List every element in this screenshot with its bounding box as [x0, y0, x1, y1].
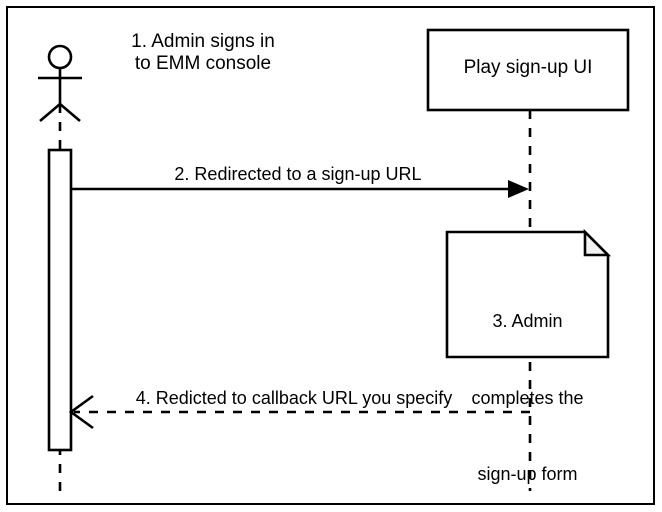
note-folded-corner — [583, 228, 612, 257]
actor-activation-bar — [47, 148, 73, 452]
note-text-line-1: 3. Admin — [492, 311, 563, 332]
message-4-label: 4. Redicted to callback URL you specify — [135, 388, 453, 408]
note-admin-completes-form — [445, 228, 612, 359]
admin-actor-figure — [38, 44, 82, 122]
play-signup-ui-title: Play sign-up UI — [463, 57, 593, 78]
message-4-arrow — [68, 394, 530, 430]
note-text: 3. Admin completes the sign-up form — [450, 258, 605, 512]
message-2-arrowhead-filled — [508, 180, 529, 198]
note-body — [445, 230, 610, 359]
message-2-label: 2. Redirected to a sign-up URL — [174, 164, 422, 184]
note-text-line-3: sign-up form — [477, 464, 578, 485]
actor-right-leg-line — [59, 103, 81, 122]
actor-head-icon — [47, 44, 73, 70]
actor-left-leg-line — [39, 103, 61, 122]
play-signup-ui-box — [426, 28, 630, 112]
message-4-arrowhead-open — [68, 394, 94, 430]
note-text-line-2: completes the — [471, 387, 584, 408]
diagram-frame-border — [6, 6, 655, 505]
message-2-arrow — [71, 180, 529, 198]
step-1-annotation-text: 1. Admin signs in to EMM console — [131, 31, 275, 75]
